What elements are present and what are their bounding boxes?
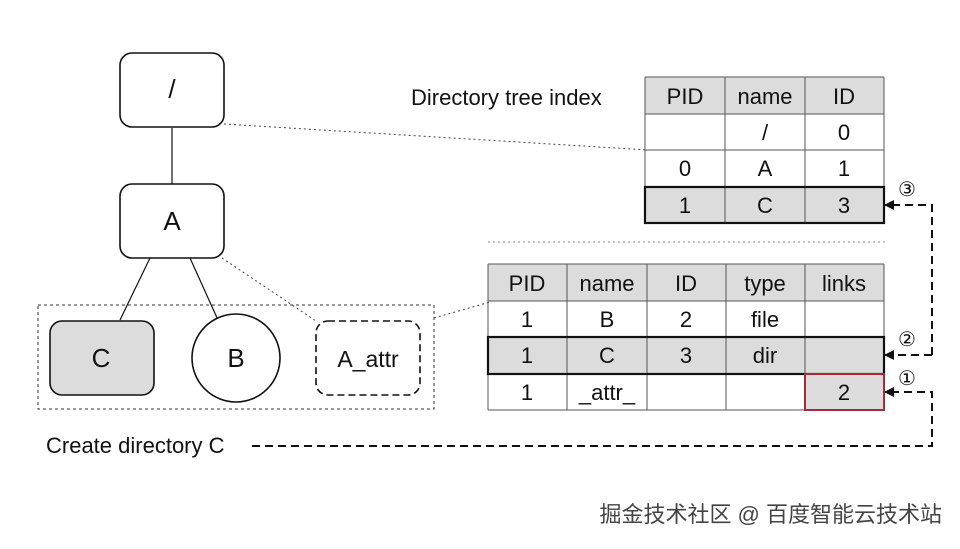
attr-header-cell: name xyxy=(579,271,634,296)
directory-index-caption: Directory tree index xyxy=(411,85,602,110)
attr-link-dotted xyxy=(221,257,317,322)
attr-cell: 1 xyxy=(521,307,533,332)
index-header-cell: name xyxy=(737,84,792,109)
index-cell: 3 xyxy=(838,193,850,218)
node-c xyxy=(49,320,155,396)
index-header-cell: ID xyxy=(833,84,855,109)
attribute-group-box xyxy=(37,304,435,410)
node-a xyxy=(119,183,225,259)
attr-header-cell: ID xyxy=(675,271,697,296)
index-cell: 0 xyxy=(838,120,850,145)
index-cell: 1 xyxy=(838,156,850,181)
index-cell: C xyxy=(757,193,773,218)
root-to-index-dotted xyxy=(223,123,649,151)
step-3-marker: ③ xyxy=(898,179,916,201)
attr-highlight-bg xyxy=(488,337,884,374)
node-a-label: A xyxy=(163,206,181,236)
index-cell: 1 xyxy=(679,193,691,218)
attr-cell: file xyxy=(751,307,779,332)
attr-cell: 2 xyxy=(680,307,692,332)
step-1-arrow xyxy=(252,387,933,447)
step-3-arrow xyxy=(884,200,933,355)
index-highlight-bg xyxy=(645,187,884,223)
index-cell: / xyxy=(762,120,769,145)
attribute-table: PID name ID type links 1 B 2 file 1 C 3 … xyxy=(486,263,886,411)
directory-tree: / A C B A_attr xyxy=(37,52,435,410)
attr-cell: 1 xyxy=(521,343,533,368)
attr-cell: C xyxy=(599,343,615,368)
attr-header-cell: links xyxy=(822,271,866,296)
attr-header-bg xyxy=(488,264,884,301)
step-2-marker: ② xyxy=(898,329,916,351)
index-cell: 0 xyxy=(679,156,691,181)
edge-a-b xyxy=(189,257,219,321)
edge-a-c xyxy=(119,257,151,321)
node-root-label: / xyxy=(168,74,176,104)
node-b xyxy=(191,313,281,403)
index-header-bg xyxy=(645,77,884,114)
attr-header-cell: type xyxy=(744,271,786,296)
step-1-marker: ① xyxy=(898,368,916,390)
node-a-attr-label: A_attr xyxy=(337,346,399,372)
node-b-label: B xyxy=(227,343,244,373)
attr-cell: dir xyxy=(753,343,777,368)
node-c-label: C xyxy=(92,343,111,373)
node-root xyxy=(119,52,225,128)
operation-flow: Create directory C ① ② ③ xyxy=(46,179,933,458)
attr-cell: _attr_ xyxy=(578,380,636,405)
watermark-text: 掘金技术社区 @ 百度智能云技术站 xyxy=(599,502,942,527)
attr-cell: 2 xyxy=(838,380,850,405)
group-to-table-dotted xyxy=(433,301,491,319)
index-header-cell: PID xyxy=(667,84,704,109)
attr-header-cell: PID xyxy=(509,271,546,296)
operation-label: Create directory C xyxy=(46,433,225,458)
node-a-attr xyxy=(315,320,421,396)
index-cell: A xyxy=(758,156,773,181)
directory-index-table: PID name ID / 0 0 A 1 1 C 3 xyxy=(643,76,886,225)
links-cell-highlight xyxy=(804,373,885,411)
attr-cell: B xyxy=(600,307,615,332)
attr-cell: 1 xyxy=(521,380,533,405)
attr-cell: 3 xyxy=(680,343,692,368)
